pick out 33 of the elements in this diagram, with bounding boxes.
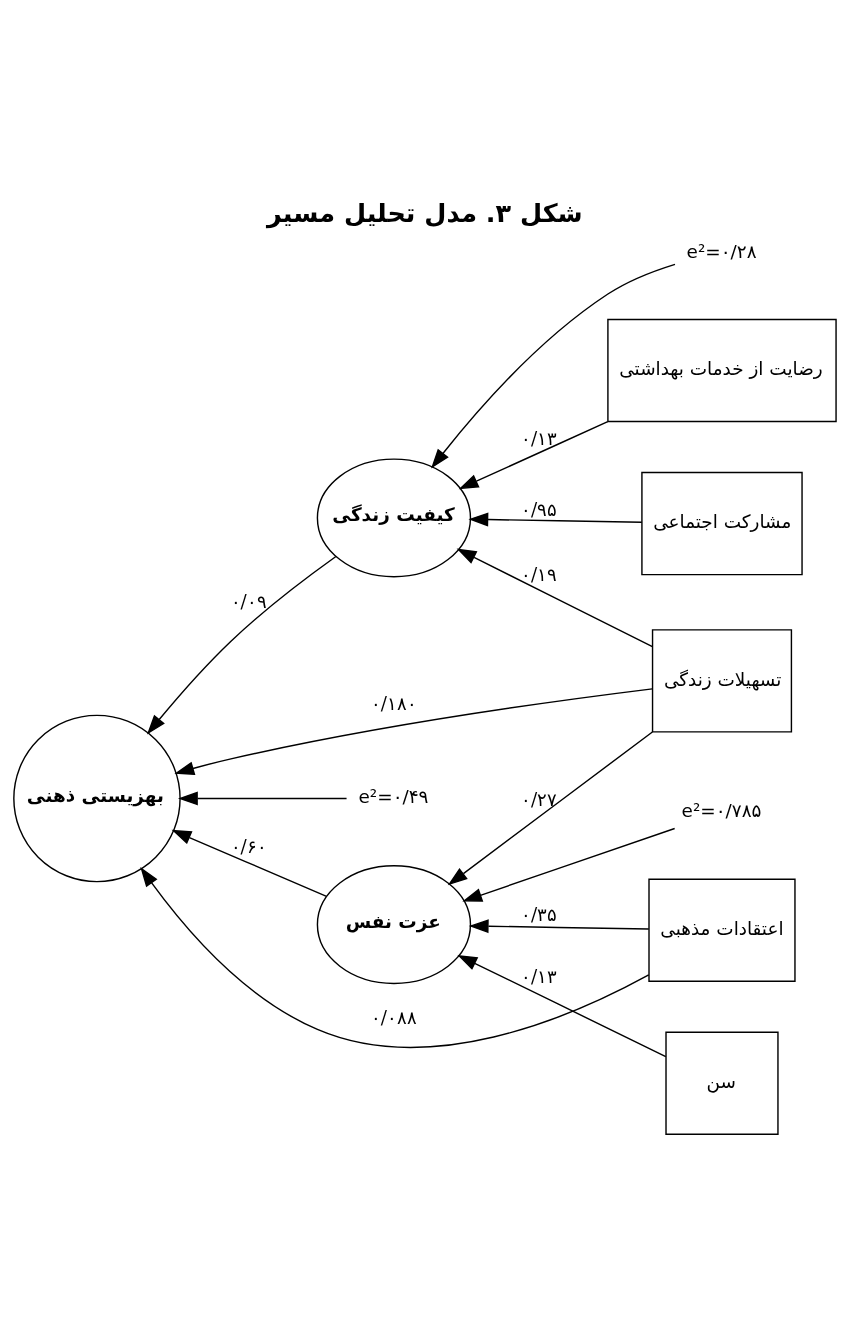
arrow xyxy=(174,687,653,775)
edge-label: ۰/۹۵ xyxy=(521,498,558,520)
edge-label: ۰/۱۳ xyxy=(521,427,558,449)
edge-label: ۰/۱۳ xyxy=(521,965,558,987)
edge-label: ۰/۰۸۸ xyxy=(370,1006,418,1028)
arrow xyxy=(146,555,337,735)
edge-label: ۰/۳۵ xyxy=(521,903,558,925)
diagram-title: شکل ۳. مدل تحلیل مسیر xyxy=(267,197,583,228)
arrow xyxy=(447,730,654,885)
arrow xyxy=(468,512,643,526)
edge-label: ۰/۰۹ xyxy=(230,590,267,612)
node-box: مشارکت اجتماعی xyxy=(641,471,803,575)
arrow xyxy=(140,866,650,1048)
arrow xyxy=(171,829,328,897)
node-box: تسهیلات زندگی xyxy=(651,628,793,733)
node-ellipse: کیفیت زندگی xyxy=(316,457,472,577)
arrow xyxy=(458,420,609,489)
edge-label: ۰/۶۰ xyxy=(230,835,267,857)
arrow xyxy=(456,548,654,647)
node-box: سن xyxy=(665,1031,779,1135)
edge-label: ۰/۱۸۰ xyxy=(370,692,418,714)
node-text: e²=۰/۷۸۵ xyxy=(681,799,762,821)
arrow xyxy=(468,918,650,933)
edge-label: ۰/۱۹ xyxy=(521,563,558,585)
arrow xyxy=(457,954,667,1057)
node-text: e²=۰/۴۹ xyxy=(358,785,429,807)
node-box: رضایت از خدمات بهداشتی xyxy=(607,318,837,422)
arrow xyxy=(462,827,676,902)
arrow xyxy=(177,791,348,805)
edge-label: ۰/۲۷ xyxy=(521,788,558,810)
arrow xyxy=(431,263,676,469)
node-box: اعتقادات مذهبی xyxy=(648,878,796,982)
node-text: e²=۰/۲۸ xyxy=(686,240,757,262)
